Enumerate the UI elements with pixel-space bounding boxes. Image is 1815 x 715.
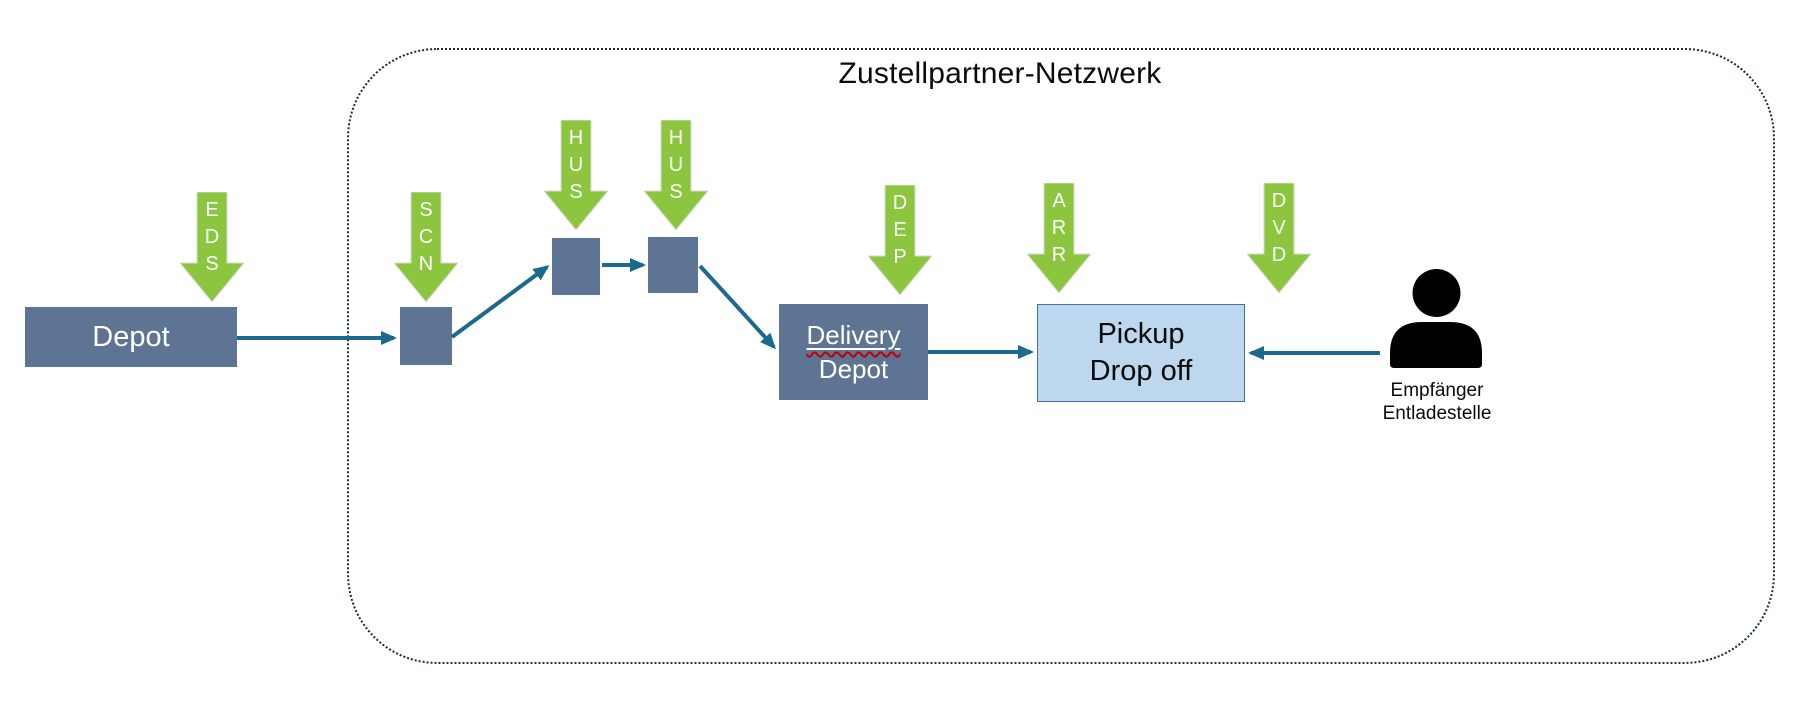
event-letter: V <box>1272 217 1286 239</box>
recipient-line2: Entladestelle <box>1382 403 1492 424</box>
event-arrow-dvd: D V D <box>1245 182 1313 294</box>
event-letter: S <box>419 199 433 221</box>
delivery-depot-line2: Depot <box>818 354 889 384</box>
event-letter: R <box>1051 244 1067 266</box>
delivery-depot-line1: Delivery <box>807 318 901 352</box>
event-letter: A <box>1052 190 1066 212</box>
event-letter: E <box>205 199 219 221</box>
event-letter: E <box>893 219 907 241</box>
event-letter: U <box>668 154 684 176</box>
pickup-line1: Pickup <box>1097 318 1185 350</box>
event-letter: R <box>1051 217 1067 239</box>
event-arrow-hus-1: H U S <box>542 119 610 231</box>
diagram-title: Zustellpartner-Netzwerk <box>838 57 1162 90</box>
recipient-line1: Empfänger <box>1390 380 1484 401</box>
depot-label: Depot <box>92 320 170 353</box>
recipient-caption: Empfänger Entladestelle <box>1317 379 1557 425</box>
depot-box: Depot <box>25 307 237 367</box>
event-letter: C <box>418 226 434 248</box>
event-letter: P <box>893 246 907 268</box>
event-letter: U <box>568 154 584 176</box>
network-boundary <box>347 48 1775 664</box>
event-arrow-hus-2: H U S <box>642 119 710 231</box>
event-letter: H <box>668 127 684 149</box>
down-arrow-icon <box>1025 182 1093 294</box>
pickup-line2: Drop off <box>1089 355 1193 387</box>
event-letter: N <box>418 253 434 275</box>
down-arrow-icon <box>178 191 246 303</box>
down-arrow-icon <box>642 119 710 231</box>
event-arrow-eds: E D S <box>178 191 246 303</box>
event-letter: S <box>669 181 683 203</box>
event-letter: D <box>204 226 220 248</box>
event-arrow-dep: D E P <box>866 184 934 296</box>
event-arrow-arr: A R R <box>1025 182 1093 294</box>
delivery-depot-box: Delivery Depot <box>779 304 928 400</box>
event-letter: S <box>205 253 219 275</box>
down-arrow-icon <box>1245 182 1313 294</box>
event-letter: D <box>1271 190 1287 212</box>
event-arrow-scn: S C N <box>392 191 460 303</box>
hub-square-hus-2 <box>648 237 698 293</box>
event-letter: D <box>892 192 908 214</box>
event-letter: H <box>568 127 584 149</box>
pickup-dropoff-box: Pickup Drop off <box>1037 304 1245 402</box>
down-arrow-icon <box>866 184 934 296</box>
misspelling-squiggle: Delivery <box>806 320 901 350</box>
down-arrow-icon <box>392 191 460 303</box>
event-letter: D <box>1271 244 1287 266</box>
hub-square-scn <box>400 307 452 365</box>
event-letter: S <box>569 181 583 203</box>
hub-square-hus-1 <box>552 238 600 295</box>
down-arrow-icon <box>542 119 610 231</box>
person-icon <box>1390 269 1482 368</box>
